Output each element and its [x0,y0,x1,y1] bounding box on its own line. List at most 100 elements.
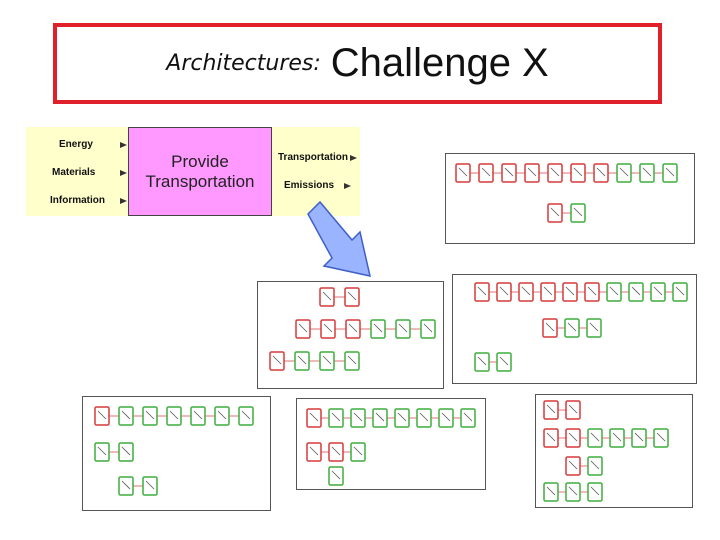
component-box-icon [294,351,310,371]
component-box-icon [543,428,559,448]
component-box-icon [350,442,366,462]
component-box-icon [570,203,586,223]
title-prefix: Architectures: [166,51,321,76]
component-box-icon [94,442,110,462]
component-box-icon [631,428,647,448]
component-box-icon [562,282,578,302]
input-label-materials: Materials [52,167,96,178]
component-box-icon [547,203,563,223]
output-label-emissions: Emissions [284,180,335,191]
input-arrow-icon [120,198,127,204]
component-box-icon [584,282,600,302]
component-box-icon [328,408,344,428]
output-arrow-icon [350,155,357,161]
architecture-diagram-2 [269,287,436,371]
component-box-icon [501,163,517,183]
component-box-icon [570,163,586,183]
function-name-box: Provide Transportation [128,127,272,216]
architecture-panel-3 [452,274,697,384]
architecture-panel-6 [535,394,693,508]
component-box-icon [455,163,471,183]
input-label-energy: Energy [59,139,93,150]
component-box-icon [587,456,603,476]
component-box-icon [474,352,490,372]
component-box-icon [543,482,559,502]
title-box: Architectures: Challenge X [53,23,662,104]
component-box-icon [628,282,644,302]
input-label-information: Information [50,195,105,206]
component-box-icon [370,319,386,339]
function-name-line1: Provide [171,151,229,171]
architecture-diagram-4 [94,406,254,496]
component-box-icon [639,163,655,183]
architecture-panel-4 [82,396,271,511]
component-box-icon [565,400,581,420]
input-arrow-icon [120,170,127,176]
architecture-diagram-5 [306,408,476,486]
component-box-icon [672,282,688,302]
component-box-icon [653,428,669,448]
architecture-panel-2 [257,281,444,389]
component-box-icon [416,408,432,428]
component-box-icon [350,408,366,428]
component-box-icon [166,406,182,426]
component-box-icon [478,163,494,183]
component-box-icon [518,282,534,302]
component-box-icon [565,482,581,502]
component-box-icon [565,456,581,476]
component-box-icon [319,287,335,307]
component-box-icon [344,351,360,371]
component-box-icon [306,442,322,462]
component-box-icon [118,406,134,426]
function-block: Energy Materials Information Provide Tra… [26,127,360,216]
component-box-icon [438,408,454,428]
function-name-line2: Transportation [145,171,255,191]
component-box-icon [609,428,625,448]
component-box-icon [662,163,678,183]
component-box-icon [650,282,666,302]
component-box-icon [142,406,158,426]
component-box-icon [238,406,254,426]
component-box-icon [587,428,603,448]
component-box-icon [295,319,311,339]
component-box-icon [565,428,581,448]
architecture-diagram-3 [474,282,688,372]
component-box-icon [394,408,410,428]
component-box-icon [420,319,436,339]
component-box-icon [586,318,602,338]
title-main: Challenge X [330,41,549,85]
component-box-icon [328,466,344,486]
architecture-diagram-1 [455,163,678,223]
component-box-icon [269,351,285,371]
blue-down-arrow-icon [307,200,371,277]
component-box-icon [118,476,134,496]
component-box-icon [345,319,361,339]
component-box-icon [616,163,632,183]
component-box-icon [319,351,335,371]
component-box-icon [593,163,609,183]
output-label-transportation: Transportation [278,152,349,163]
component-box-icon [94,406,110,426]
component-box-icon [540,282,556,302]
component-box-icon [372,408,388,428]
component-box-icon [118,442,134,462]
component-box-icon [543,400,559,420]
component-box-icon [344,287,360,307]
component-box-icon [542,318,558,338]
architecture-panel-5 [296,398,486,490]
component-box-icon [496,282,512,302]
architecture-diagram-6 [543,400,669,502]
component-box-icon [190,406,206,426]
component-box-icon [524,163,540,183]
input-arrow-icon [120,142,127,148]
component-box-icon [328,442,344,462]
output-arrow-icon [344,183,351,189]
component-box-icon [547,163,563,183]
component-box-icon [606,282,622,302]
component-box-icon [460,408,476,428]
component-box-icon [564,318,580,338]
architecture-panel-1 [445,153,695,244]
component-box-icon [142,476,158,496]
component-box-icon [496,352,512,372]
component-box-icon [306,408,322,428]
